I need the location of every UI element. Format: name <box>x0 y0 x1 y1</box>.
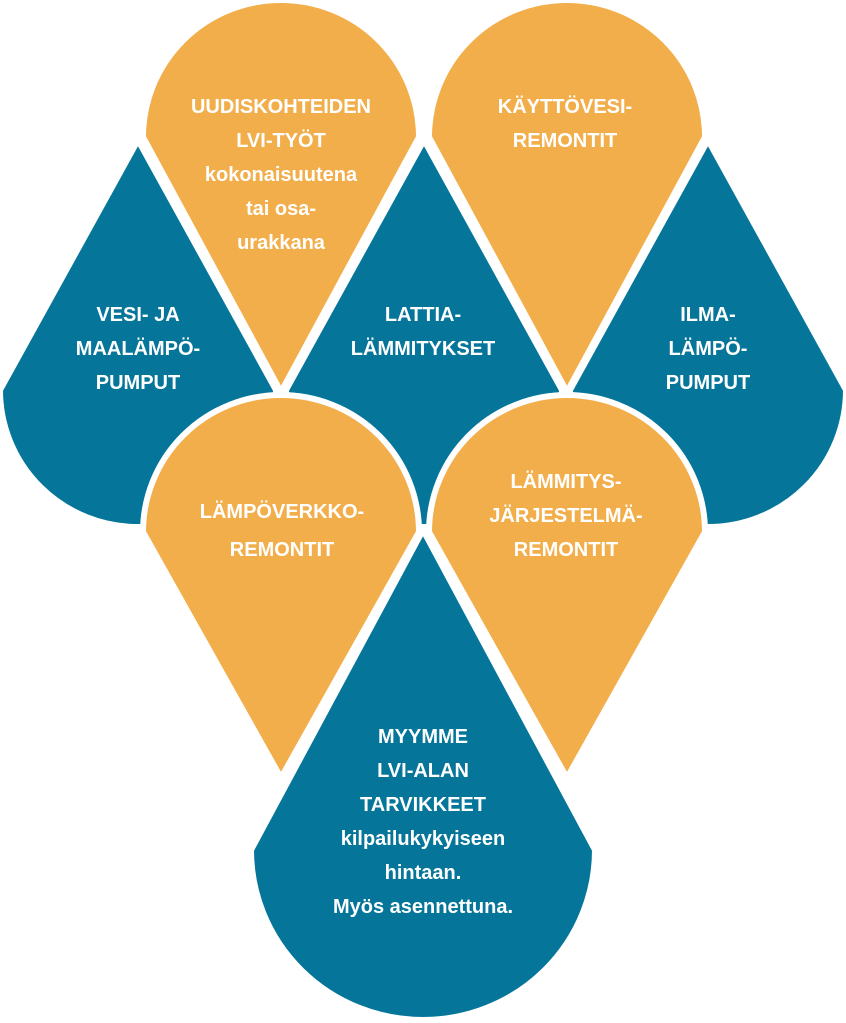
teal-drop-myymme <box>248 527 598 1023</box>
label-line: REMONTIT <box>512 130 618 152</box>
label-line: Myös asennettuna. <box>332 896 514 918</box>
label-line: REMONTIT <box>229 539 335 561</box>
label-line: UUDISKOHTEIDEN <box>190 96 371 118</box>
label-uudiskohteiden: UUDISKOHTEIDEN LVI-TYÖT kokonaisuutena t… <box>131 90 431 260</box>
label-line: PUMPUT <box>665 372 751 394</box>
label-kayttovesi: KÄYTTÖVESI- REMONTIT <box>415 90 715 158</box>
label-line: hintaan. <box>384 862 462 884</box>
label-line: LÄMMITYS- <box>510 471 622 493</box>
label-line: JÄRJESTELMÄ- <box>489 505 643 527</box>
label-line: KÄYTTÖVESI- <box>497 96 633 118</box>
label-line: TARVIKKEET <box>360 794 486 816</box>
orange-drop-lampoverkko <box>140 392 422 781</box>
orange-drop-lammitysjarjestelma <box>426 392 708 781</box>
label-line: REMONTIT <box>513 539 619 561</box>
orange-drop-kayttovesi <box>426 0 708 395</box>
label-line: LVI-ALAN <box>377 760 469 782</box>
label-line: LÄMPÖ- <box>668 338 748 360</box>
label-line: kokonaisuutena <box>204 164 358 186</box>
label-line: PUMPUT <box>95 372 181 394</box>
label-myymme: MYYMME LVI-ALAN TARVIKKEET kilpailukykyi… <box>273 720 573 924</box>
label-lattia: LATTIA- LÄMMITYKSET <box>273 298 573 366</box>
label-line: VESI- JA <box>96 304 180 326</box>
label-line: kilpailukykyiseen <box>340 828 506 850</box>
label-ilmalampo: ILMA- LÄMPÖ- PUMPUT <box>558 298 846 400</box>
label-line: tai osa- <box>245 198 317 220</box>
label-line: MAALÄMPÖ- <box>75 338 201 360</box>
label-line: ILMA- <box>680 304 736 326</box>
label-vesi-maalampo: VESI- JA MAALÄMPÖ- PUMPUT <box>0 298 288 400</box>
label-line: LÄMPÖVERKKO- <box>199 501 365 523</box>
label-line: LVI-TYÖT <box>236 130 326 152</box>
label-line: LATTIA- <box>384 304 462 326</box>
orange-drop-uudiskohteiden <box>140 0 422 395</box>
label-lammitysjarjestelma: LÄMMITYS- JÄRJESTELMÄ- REMONTIT <box>416 465 716 567</box>
label-lampoverkko: LÄMPÖVERKKO- REMONTIT <box>132 493 432 569</box>
label-line: MYYMME <box>378 726 468 748</box>
label-line: LÄMMITYKSET <box>350 338 496 360</box>
label-line: urakkana <box>237 232 325 254</box>
